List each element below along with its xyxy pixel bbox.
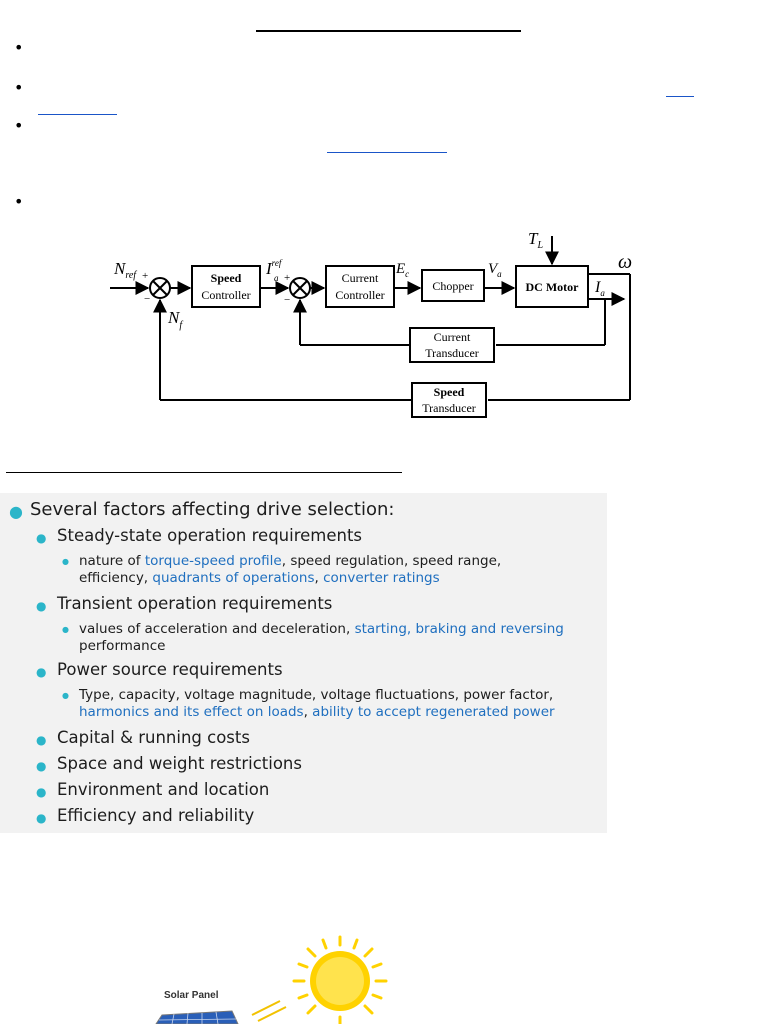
section-underline bbox=[6, 472, 402, 473]
link-underline-3[interactable] bbox=[327, 152, 447, 153]
slide-bullet-power: ● bbox=[36, 665, 47, 679]
transient-detail: values of acceleration and deceleration,… bbox=[79, 621, 564, 654]
bullet-1: • bbox=[14, 38, 24, 57]
slide-bullet-steady: ● bbox=[36, 531, 47, 545]
solar-panel-icon bbox=[155, 1010, 239, 1024]
steady-state-detail: nature of torque-speed profile, speed re… bbox=[79, 553, 502, 586]
signal-n-f: Nf bbox=[167, 308, 183, 331]
slide-item-capital-costs: Capital & running costs bbox=[57, 728, 250, 747]
slide-sub-bullet-transient: ● bbox=[62, 625, 69, 634]
plus-sign-1: + bbox=[142, 270, 148, 282]
speed-transducer-label-2: Transducer bbox=[422, 401, 476, 415]
slide-bullet-item-4: ● bbox=[36, 811, 47, 825]
torque-speed-profile-link[interactable]: torque-speed profile bbox=[144, 553, 282, 569]
bullet-4: • bbox=[14, 192, 24, 211]
chopper-block bbox=[421, 269, 485, 302]
slide-bullet-item-3: ● bbox=[36, 785, 47, 799]
link-underline-1[interactable] bbox=[666, 96, 694, 97]
slide-item-space-weight: Space and weight restrictions bbox=[57, 754, 302, 773]
current-controller-block bbox=[325, 265, 395, 308]
current-controller-label-1: Current bbox=[342, 271, 379, 285]
plus-sign-2: + bbox=[284, 272, 290, 284]
chopper-label: Chopper bbox=[432, 279, 473, 293]
speed-controller-label-2: Controller bbox=[201, 288, 250, 302]
speed-transducer-label-1: Speed bbox=[434, 385, 465, 399]
bullet-2: • bbox=[14, 78, 24, 97]
slide-bullet-heading: ● bbox=[9, 502, 23, 521]
signal-i-a: Ia bbox=[594, 279, 605, 298]
starting-braking-reversing-link[interactable]: starting, braking and reversing bbox=[354, 621, 564, 637]
dc-motor-label: DC Motor bbox=[526, 280, 580, 294]
slide-item-efficiency: Efficiency and reliability bbox=[57, 806, 255, 825]
current-transducer-label-2: Transducer bbox=[425, 346, 479, 360]
signal-e-c: Ec bbox=[395, 261, 409, 279]
heading-underline bbox=[256, 30, 521, 32]
signal-i-a-ref-sub: a bbox=[274, 273, 279, 283]
signal-v-a: Va bbox=[488, 261, 502, 279]
minus-sign-2: − bbox=[284, 294, 290, 306]
signal-n-ref: Nref bbox=[113, 259, 137, 281]
signal-i-a-ref: Iref bbox=[265, 258, 283, 278]
transient-title: Transient operation requirements bbox=[57, 594, 333, 613]
solar-panel-label: Solar Panel bbox=[164, 990, 219, 1001]
speed-controller-label-1: Speed bbox=[211, 271, 242, 285]
minus-sign-1: − bbox=[144, 293, 150, 305]
regenerated-power-link[interactable]: ability to accept regenerated power bbox=[312, 704, 555, 720]
sun-icon bbox=[292, 935, 388, 1024]
speed-controller-block bbox=[191, 265, 261, 308]
slide-heading: Several factors affecting drive selectio… bbox=[30, 499, 395, 520]
signal-t-l: TL bbox=[528, 229, 543, 251]
signal-omega: ω bbox=[618, 251, 632, 273]
bullet-3: • bbox=[14, 116, 24, 135]
drive-selection-slide: ● Several factors affecting drive select… bbox=[0, 493, 607, 833]
steady-state-title: Steady-state operation requirements bbox=[57, 526, 363, 545]
power-source-detail: Type, capacity, voltage magnitude, volta… bbox=[79, 687, 555, 720]
dc-drive-block-diagram: Speed Controller Current Controller Chop… bbox=[110, 229, 632, 418]
link-underline-2[interactable] bbox=[38, 114, 117, 115]
dc-motor-block bbox=[515, 265, 589, 308]
current-controller-label-2: Controller bbox=[335, 288, 384, 302]
slide-bullet-item-1: ● bbox=[36, 733, 47, 747]
slide-bullet-transient: ● bbox=[36, 599, 47, 613]
current-transducer-label-1: Current bbox=[434, 330, 471, 344]
slide-sub-bullet-steady: ● bbox=[62, 557, 69, 566]
slide-item-environment: Environment and location bbox=[57, 780, 270, 799]
slide-sub-bullet-power: ● bbox=[62, 691, 69, 700]
power-source-title: Power source requirements bbox=[57, 660, 283, 679]
solar-panel-illustration: Solar Panel bbox=[155, 935, 388, 1024]
converter-ratings-link[interactable]: converter ratings bbox=[323, 570, 440, 586]
slide-bullet-item-2: ● bbox=[36, 759, 47, 773]
harmonics-link[interactable]: harmonics and its effect on loads bbox=[79, 704, 304, 720]
quadrants-of-operations-link[interactable]: quadrants of operations bbox=[152, 570, 315, 586]
